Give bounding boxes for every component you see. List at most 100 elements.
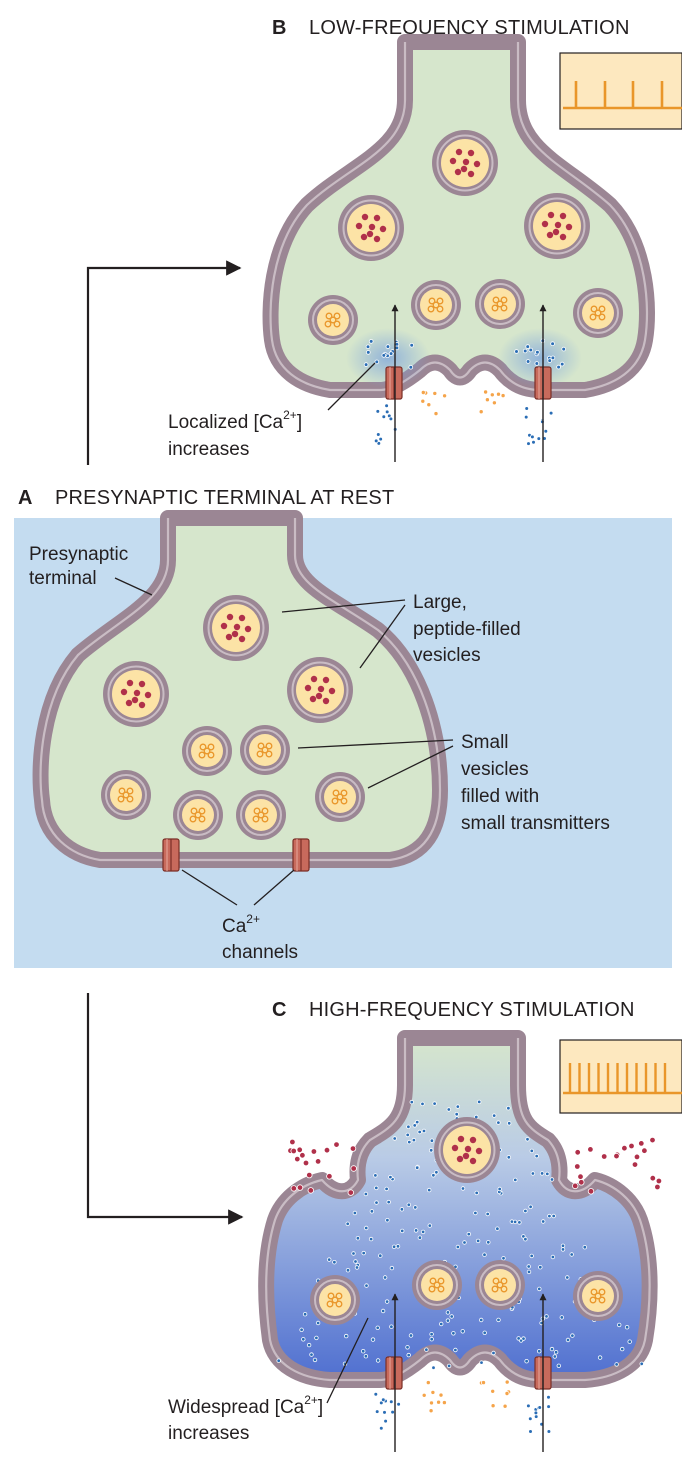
calcium-glow <box>498 328 582 388</box>
presynaptic-terminal-label-1: Presynaptic <box>29 544 128 565</box>
molecule-dot <box>522 348 528 354</box>
molecule-dot <box>631 1161 639 1168</box>
molecule-dot <box>496 1317 501 1323</box>
high-frequency-spike-train <box>559 1039 682 1114</box>
ca-channel <box>385 366 403 400</box>
small-vesicles-label-2: vesicles <box>461 759 529 780</box>
molecule-dot <box>462 1240 467 1245</box>
molecule-dot <box>365 344 371 350</box>
molecule-dot <box>559 361 565 367</box>
ca-channels-label-2: channels <box>222 942 298 963</box>
small-vesicles-label-1: Small <box>461 732 509 753</box>
molecule-dot <box>296 1146 303 1153</box>
molecule-dot <box>431 1173 436 1178</box>
molecule-dot <box>561 346 566 352</box>
molecule-dot <box>429 1331 434 1337</box>
molecule-dot <box>548 410 554 416</box>
molecule-dot <box>455 1104 460 1109</box>
molecule-dot <box>417 1235 423 1240</box>
calcium-ions <box>363 338 566 446</box>
leader-line <box>327 362 376 411</box>
molecule-dot <box>315 1320 321 1326</box>
molecule-dot <box>436 1399 442 1405</box>
flow-arrows <box>86 260 244 1225</box>
molecule-dot <box>638 1140 645 1147</box>
molecule-dot <box>455 1244 461 1250</box>
molecule-dot <box>504 1391 510 1397</box>
molecule-dot <box>421 1392 427 1398</box>
molecule-dot <box>517 1220 522 1225</box>
molecule-dot <box>535 349 540 355</box>
large-vesicle <box>431 129 499 197</box>
molecule-dot <box>526 1264 531 1269</box>
molecule-dot <box>543 428 549 434</box>
molecule-dot <box>536 436 542 441</box>
molecule-dot <box>537 1348 542 1354</box>
molecule-dot <box>541 1219 546 1224</box>
molecule-dot <box>388 416 394 422</box>
molecule-dot <box>533 1410 539 1416</box>
molecule-dot <box>389 1324 394 1329</box>
molecule-dot <box>474 1190 479 1196</box>
molecule-dot <box>485 1211 490 1217</box>
small-vesicles-label-3: filled with <box>461 786 539 807</box>
molecule-dot <box>405 1345 410 1350</box>
molecule-dot <box>434 1170 439 1175</box>
molecule-dot <box>365 350 371 355</box>
molecule-dot <box>546 1404 551 1409</box>
molecule-dot <box>572 1182 579 1190</box>
large-vesicle <box>433 1116 501 1184</box>
molecule-dot <box>628 1142 635 1150</box>
small-vesicle <box>411 1259 463 1311</box>
molecule-dot <box>314 1335 319 1341</box>
molecule-dot <box>526 441 531 446</box>
molecule-dot <box>525 1137 530 1142</box>
molecule-dot <box>539 1171 545 1176</box>
molecule-dot <box>406 1352 411 1358</box>
arrow-to-panel-c <box>86 993 244 1225</box>
molecule-dot <box>523 1208 528 1214</box>
molecule-dot <box>492 1113 497 1118</box>
molecule-dot <box>381 414 387 420</box>
molecule-dot <box>513 1177 518 1183</box>
molecule-dot <box>345 1267 351 1273</box>
molecule-dot <box>302 1311 308 1317</box>
molecule-dot <box>559 1315 564 1320</box>
small-vesicle <box>474 1259 526 1311</box>
molecule-dot <box>486 1240 491 1245</box>
molecule-dot <box>560 1247 566 1252</box>
molecule-dot <box>420 1101 425 1107</box>
molecule-dot <box>385 344 391 349</box>
widespread-label-2: increases <box>168 1423 249 1444</box>
molecule-dot <box>482 1252 487 1257</box>
molecule-dot <box>454 1111 459 1117</box>
molecule-dot <box>504 1379 510 1385</box>
molecule-dot <box>545 1171 550 1177</box>
large-vesicle <box>202 594 270 662</box>
molecule-dot <box>453 1347 458 1353</box>
molecule-dot <box>446 1107 451 1112</box>
molecule-dot <box>417 1129 422 1135</box>
molecule-dot <box>382 1410 387 1415</box>
ca-channel <box>385 1356 403 1390</box>
panel-a-letter: A <box>18 487 32 509</box>
large-vesicle <box>286 656 354 724</box>
molecule-dot <box>556 364 561 370</box>
molecule-dot <box>477 1099 482 1105</box>
molecule-dot <box>490 1388 496 1394</box>
molecule-dot <box>405 1132 410 1138</box>
molecule-dot <box>323 1146 331 1154</box>
molecule-dot <box>565 1275 570 1280</box>
small-vesicle <box>314 771 366 823</box>
panel-c-letter: C <box>272 999 286 1021</box>
molecule-dot <box>352 1210 358 1216</box>
molecule-dot <box>479 1360 484 1365</box>
molecule-dot <box>375 1325 380 1330</box>
molecule-dot <box>364 1225 369 1231</box>
ca-channels-label-1: Ca2+ <box>222 912 260 937</box>
molecule-dot <box>460 1186 466 1191</box>
molecule-dot <box>327 1257 332 1262</box>
molecule-dot <box>489 392 495 398</box>
molecule-dot <box>382 1275 388 1280</box>
molecule-dot <box>613 1152 620 1160</box>
